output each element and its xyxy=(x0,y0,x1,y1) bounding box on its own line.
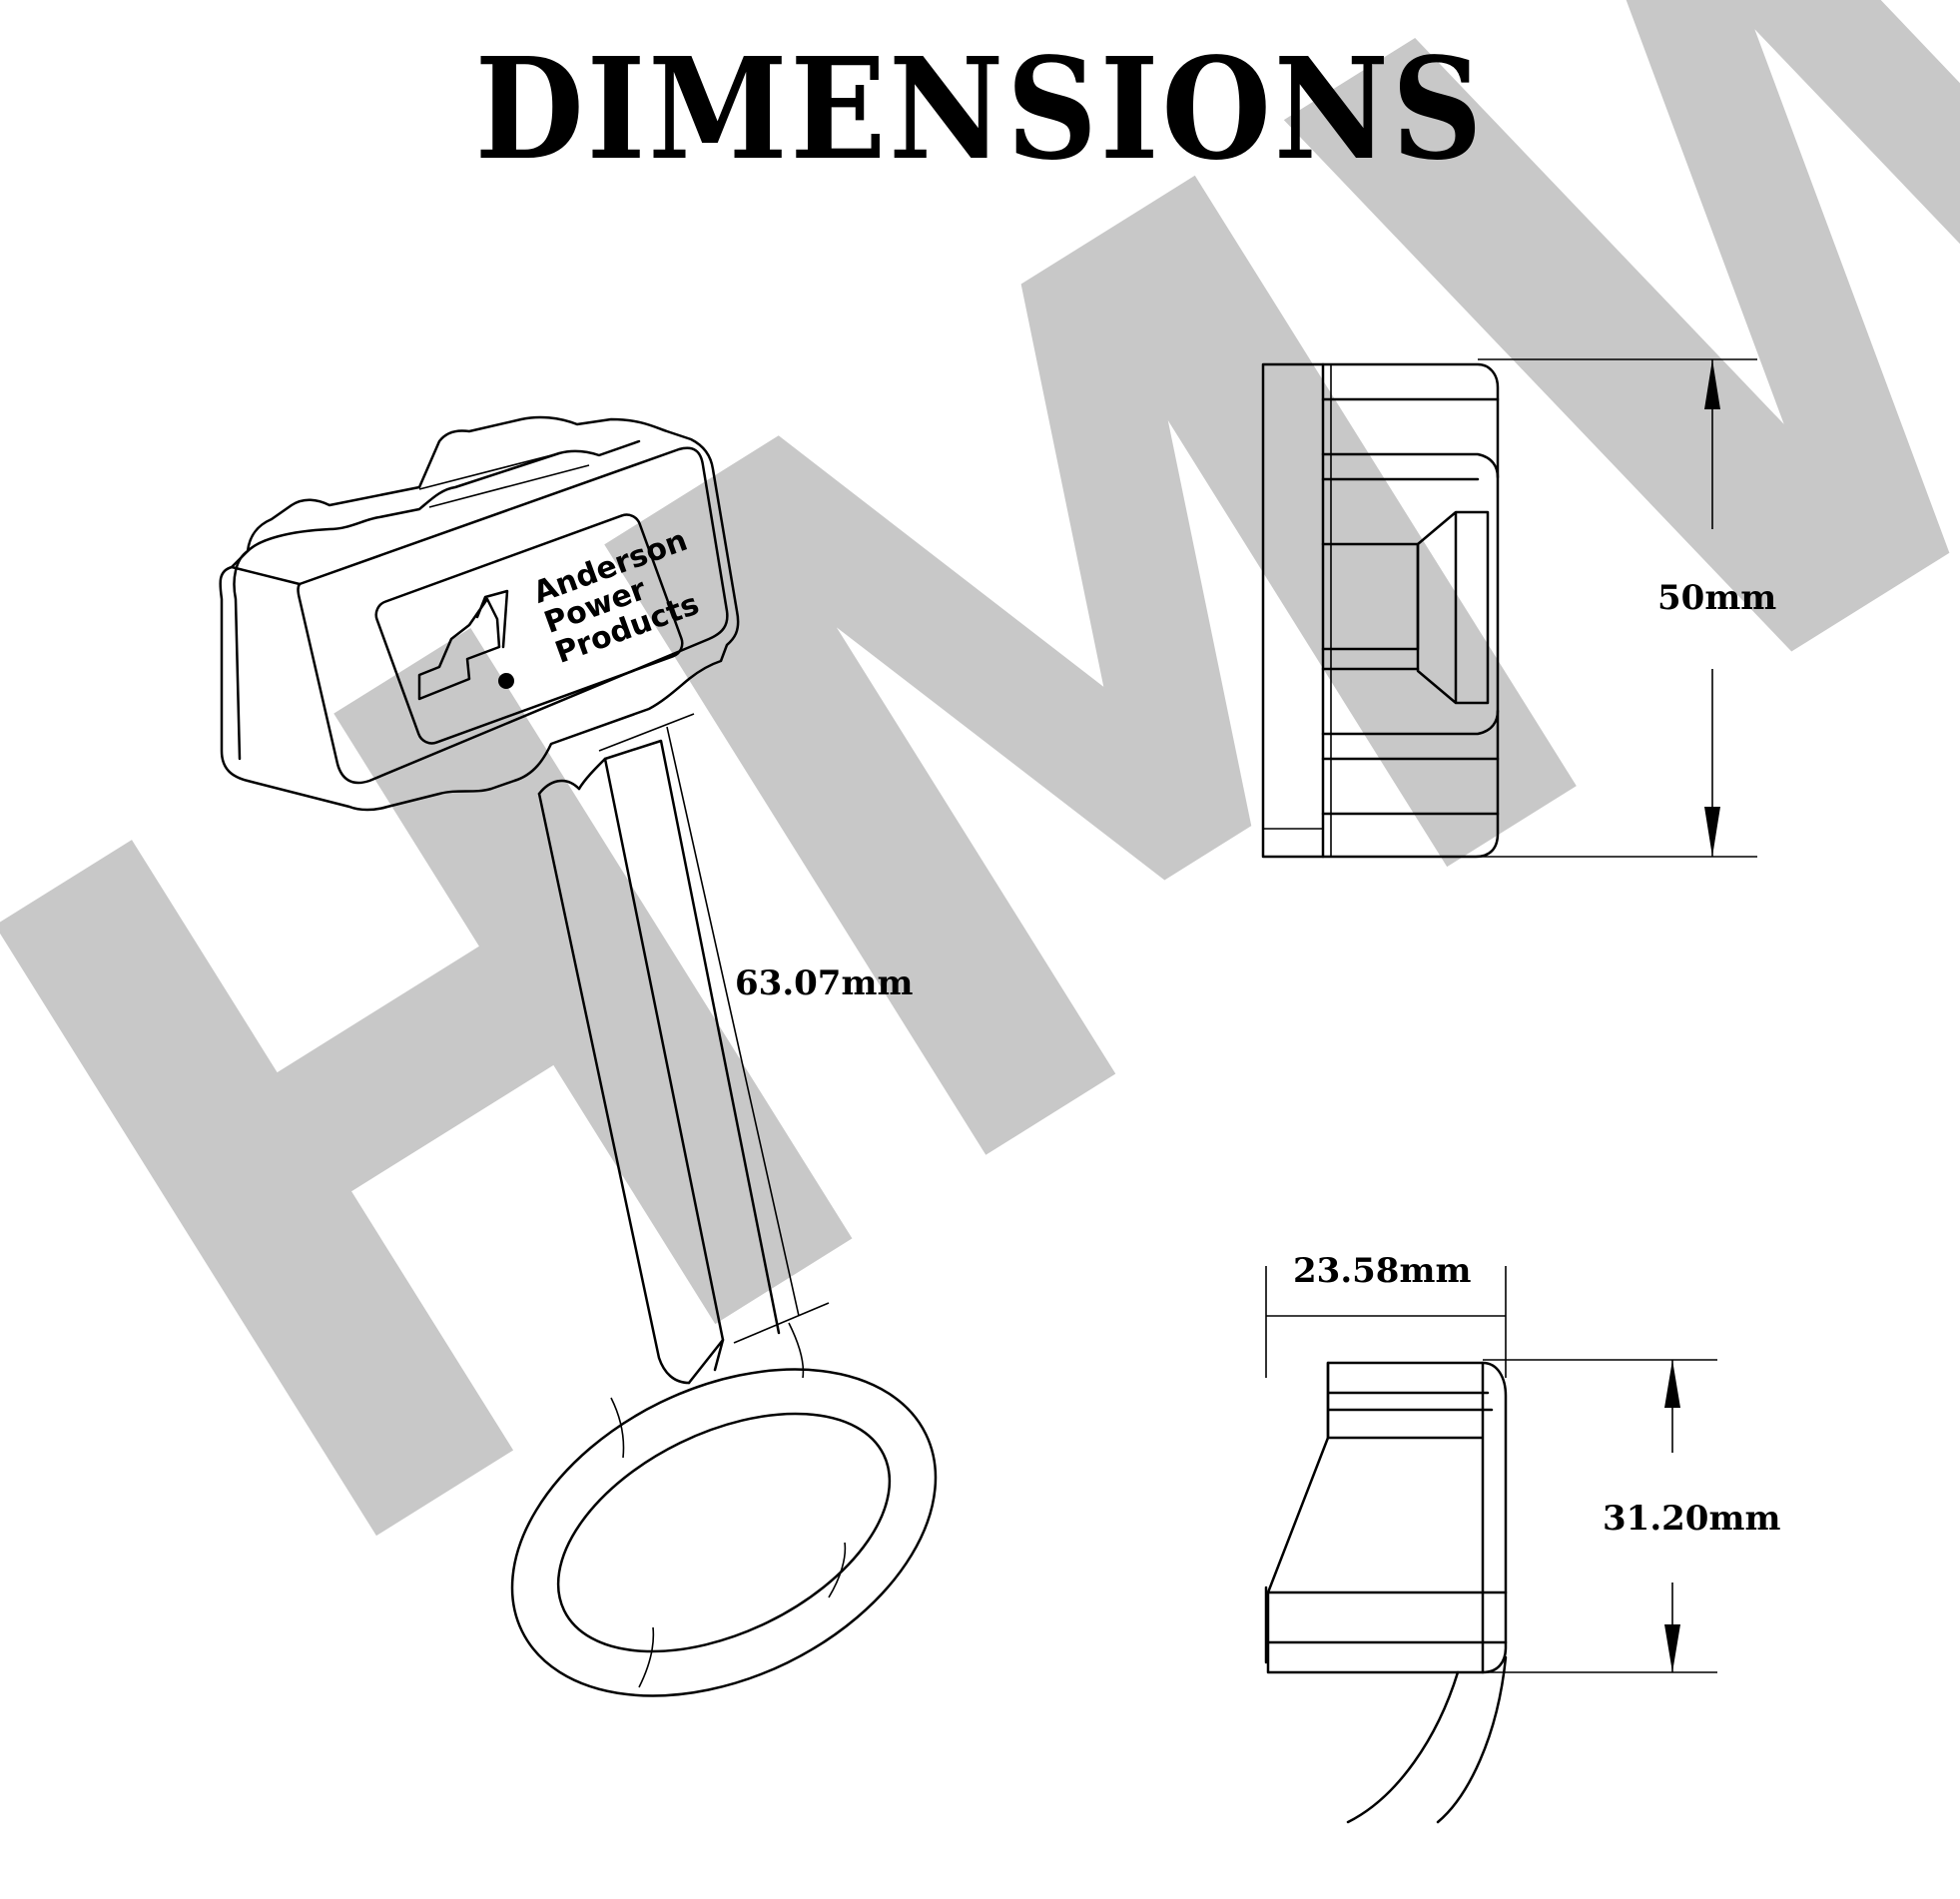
length-extension-bottom xyxy=(733,1302,830,1344)
cap-isometric-view: Anderson Power Products xyxy=(219,415,740,812)
length-extension-top xyxy=(598,713,695,752)
end-view: 23.58mm 31.20mm xyxy=(1264,1251,1780,1824)
strap-isometric-view: 63.07mm xyxy=(510,713,938,1697)
length-dimension-line xyxy=(666,726,800,1317)
cap-side-bump xyxy=(230,549,302,761)
end-view-ribs xyxy=(1266,1361,1508,1674)
cap-top-ridge-inner xyxy=(418,452,590,508)
loop-outer xyxy=(510,1368,938,1697)
strap-inner-edge xyxy=(603,739,781,1335)
logo-plate xyxy=(374,513,684,745)
side-view-ribs xyxy=(1321,397,1500,816)
page-title: DIMENSIONS xyxy=(474,28,1486,192)
height-arrow-down-icon xyxy=(1704,807,1720,857)
depth-arrow-down-icon xyxy=(1664,1624,1680,1672)
length-dimension-label: 63.07mm xyxy=(735,963,913,1003)
strap-outer-edge xyxy=(537,792,691,1385)
anderson-logo-icon xyxy=(417,589,509,701)
logo-dot-icon xyxy=(498,673,514,689)
depth-dimension-label: 31.20mm xyxy=(1603,1499,1780,1539)
cap-top-ridge xyxy=(246,439,641,553)
depth-arrow-up-icon xyxy=(1664,1360,1680,1408)
end-view-strap xyxy=(1346,1655,1508,1824)
height-dimension-label: 50mm xyxy=(1657,578,1776,618)
loop-segment-lines xyxy=(610,1322,847,1688)
loop-inner xyxy=(556,1412,892,1653)
width-dimension-label: 23.58mm xyxy=(1293,1251,1471,1291)
cap-front-face xyxy=(297,446,729,785)
cap-head-outline xyxy=(219,415,740,812)
side-view-outline xyxy=(1261,362,1500,859)
height-arrow-up-icon xyxy=(1704,359,1720,409)
side-view-boss xyxy=(1416,510,1490,705)
side-view: 50mm xyxy=(1261,358,1776,859)
strap-middle-edge xyxy=(577,757,725,1342)
strap-neck xyxy=(537,779,725,1385)
